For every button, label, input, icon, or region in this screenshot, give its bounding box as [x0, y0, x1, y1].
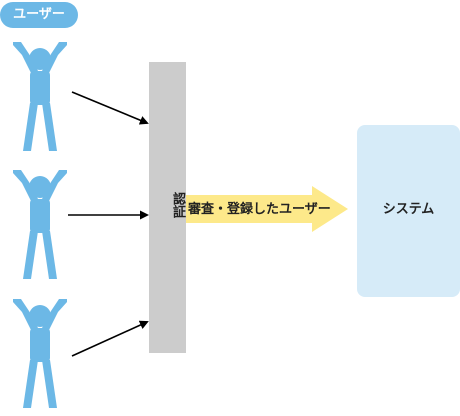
user-figure-2: [13, 170, 67, 279]
auth-label: 認証: [170, 192, 185, 218]
user-figure-3: [13, 299, 67, 408]
system-box: システム: [357, 125, 460, 297]
user-figure-1: [13, 42, 67, 151]
flow-arrow-shape: [186, 186, 348, 232]
system-label: システム: [382, 202, 435, 217]
auth-gateway-bar: 認証: [149, 62, 186, 353]
arrow-user1-to-auth: [71, 91, 149, 125]
flow-label: 審査・登録したユーザー: [188, 202, 331, 217]
arrow-user3-to-auth: [71, 320, 149, 357]
users-label-pill: ユーザー: [0, 2, 78, 28]
